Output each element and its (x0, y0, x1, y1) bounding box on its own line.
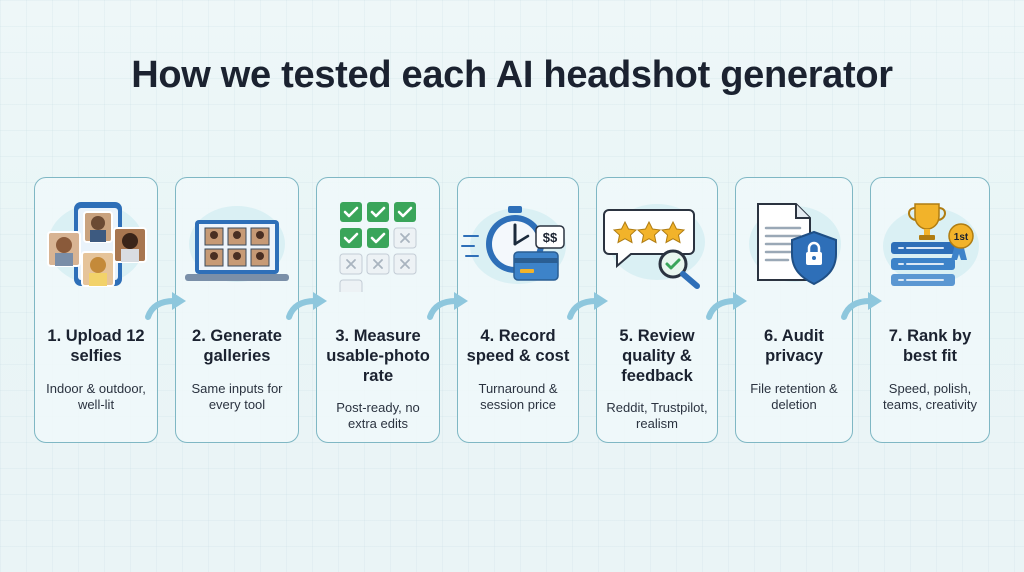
step-title: 6. Audit privacy (764, 327, 824, 365)
flow-arrow-icon (706, 292, 747, 320)
step-title: 5. Review quality & feedback (619, 327, 695, 385)
trophy-ranking-icon: 1st (871, 192, 989, 292)
money-label: $$ (543, 230, 558, 245)
step-card-audit: 6. Audit privacy File retention & deleti… (735, 177, 853, 443)
step-description: Same inputs for every tool (191, 381, 283, 412)
step-title: 1. Upload 12 selfies (47, 327, 145, 365)
step-title: 7. Rank by best fit (888, 327, 972, 365)
flow-arrow-icon (841, 292, 882, 320)
step-card-review: 5. Review quality & feedback Reddit, Tru… (596, 177, 718, 443)
step-description: Reddit, Trustpilot, realism (606, 400, 708, 431)
step-card-upload: 1. Upload 12 selfies Indoor & outdoor, w… (34, 177, 158, 443)
checkmark-grid-icon (317, 188, 439, 292)
step-card-rank: 1st 7. Rank by best fit Speed, polish, t… (870, 177, 990, 443)
document-shield-icon (736, 192, 852, 292)
step-card-record: $$ 4. Record speed & cost Turnaround & s… (457, 177, 579, 443)
step-description: Turnaround & session price (478, 381, 558, 412)
step-card-generate: 2. Generate galleries Same inputs for ev… (175, 177, 299, 443)
stopwatch-money-icon: $$ (458, 192, 578, 292)
review-stars-icon (597, 192, 717, 292)
step-title: 2. Generate galleries (192, 327, 282, 365)
laptop-gallery-icon (176, 192, 298, 292)
rank-badge-label: 1st (954, 232, 969, 243)
flow-arrow-icon (286, 292, 327, 320)
page-title: How we tested each AI headshot generator (131, 54, 893, 96)
step-description: Post-ready, no extra edits (336, 400, 420, 431)
step-title: 3. Measure usable-photo rate (326, 327, 430, 385)
flow-arrow-icon (567, 292, 608, 320)
step-card-measure: 3. Measure usable-photo rate Post-ready,… (316, 177, 440, 443)
flow-arrow-icon (145, 292, 186, 320)
step-description: Speed, polish, teams, creativity (883, 381, 977, 412)
step-title: 4. Record speed & cost (466, 327, 570, 365)
step-description: File retention & deletion (750, 381, 838, 412)
phone-selfies-icon (35, 192, 157, 292)
step-description: Indoor & outdoor, well-lit (46, 381, 146, 412)
flow-arrow-icon (427, 292, 468, 320)
